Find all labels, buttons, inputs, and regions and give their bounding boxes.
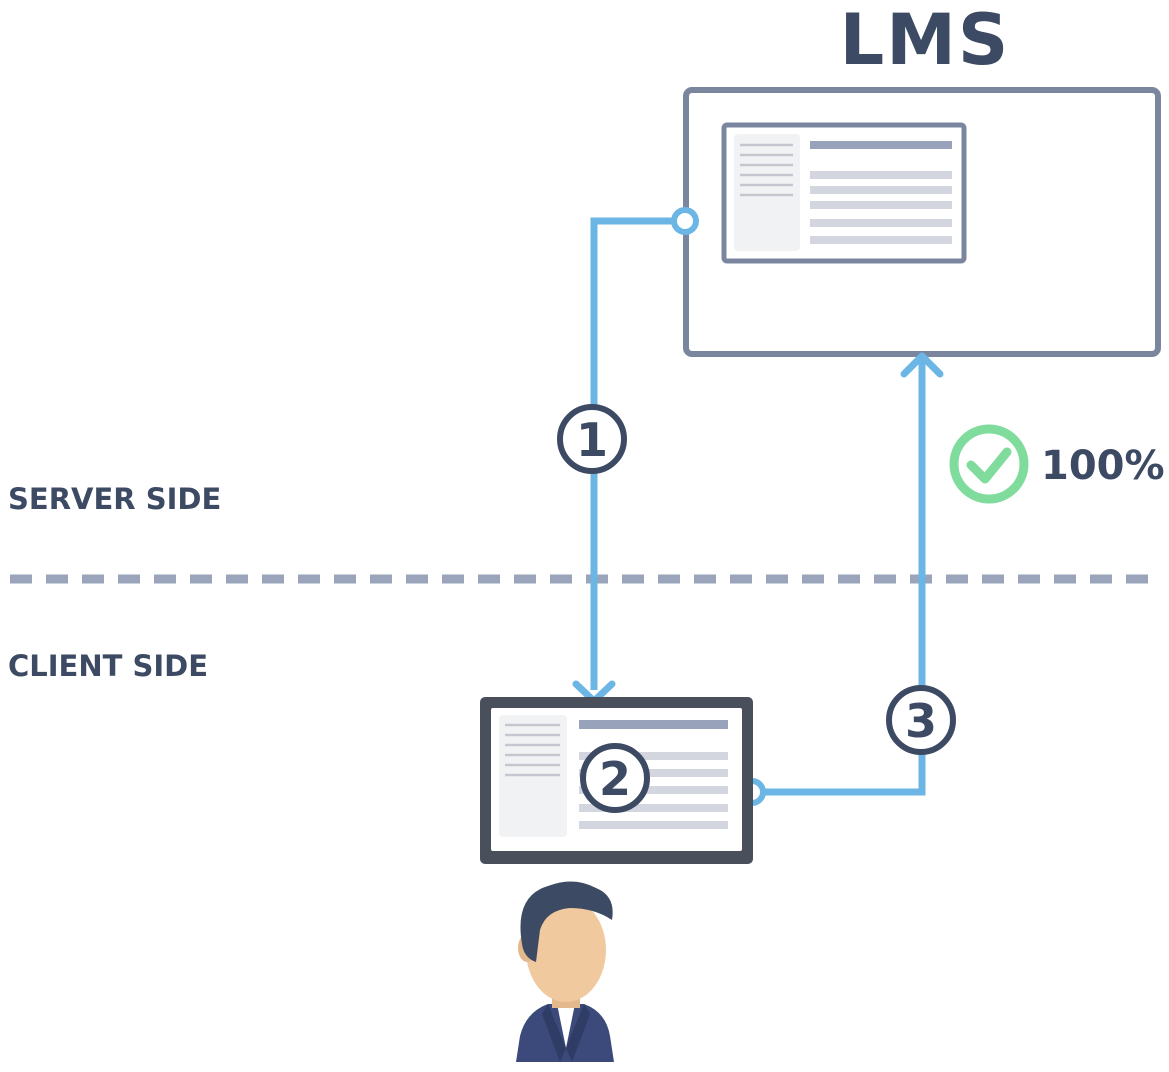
lms-server-box (683, 87, 1161, 357)
user-avatar (516, 881, 614, 1062)
step-2-badge: 2 (580, 743, 650, 813)
step-3-number: 3 (905, 694, 937, 748)
client-side-label: CLIENT SIDE (8, 649, 208, 683)
check-circle-icon (949, 424, 1029, 504)
flow-start-node-server (671, 207, 699, 235)
step-1-number: 1 (576, 413, 608, 467)
server-side-label: SERVER SIDE (8, 482, 221, 516)
step-2-number: 2 (599, 752, 631, 806)
step-1-badge: 1 (557, 404, 627, 474)
flow-report-result (752, 352, 944, 796)
lms-content-page (721, 122, 967, 264)
step-3-badge: 3 (886, 685, 956, 755)
completion-percent: 100% (1041, 443, 1165, 489)
lms-title: LMS (840, 0, 1011, 81)
